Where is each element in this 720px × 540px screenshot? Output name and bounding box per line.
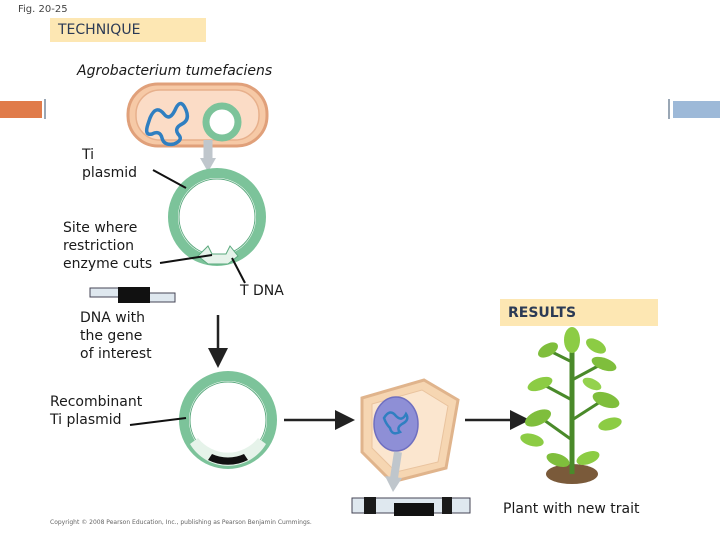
decor-tick-left (44, 99, 46, 119)
recombinant-plasmid-label: Recombinant Ti plasmid (50, 394, 143, 428)
plant-nucleus (373, 396, 419, 452)
copyright-notice: Copyright © 2008 Pearson Education, Inc.… (50, 519, 312, 526)
restriction-site-pointer (159, 254, 213, 264)
gray-arrow-2 (390, 451, 402, 479)
small-ti-plasmid (202, 102, 242, 142)
recombinant-ti-plasmid (179, 371, 277, 469)
figure-number: Fig. 20-25 (18, 4, 68, 15)
decor-bar-left (0, 101, 42, 118)
technique-banner: TECHNIQUE (50, 18, 206, 42)
transgenic-plant (520, 327, 622, 484)
dna-gene-label: DNA with the gene of interest (80, 310, 152, 362)
ti-plasmid-ring (168, 168, 266, 266)
t-dna-pointer (231, 257, 246, 284)
dna-fragment (89, 287, 176, 303)
agrobacterium-label: Agrobacterium tumefaciens (77, 63, 273, 79)
restriction-site-notch (197, 245, 239, 265)
recombinant-pointer (129, 417, 187, 426)
nucleus-dna (382, 411, 409, 435)
agrobacterium-cell (126, 82, 269, 148)
decor-bar-right (673, 101, 720, 118)
t-dna-label: T DNA (240, 283, 284, 299)
ti-plasmid-label: Ti plasmid (82, 147, 138, 181)
plant-trait-label: Plant with new trait (503, 501, 640, 517)
integrated-dna-strand (351, 497, 471, 516)
bacterial-chromosome (144, 101, 190, 147)
results-banner: RESULTS (500, 299, 658, 326)
restriction-site-label: Site where restriction enzyme cuts (63, 220, 153, 272)
ti-plasmid-pointer (152, 169, 187, 189)
decor-tick-right (668, 99, 670, 119)
plant-cell (360, 378, 460, 484)
